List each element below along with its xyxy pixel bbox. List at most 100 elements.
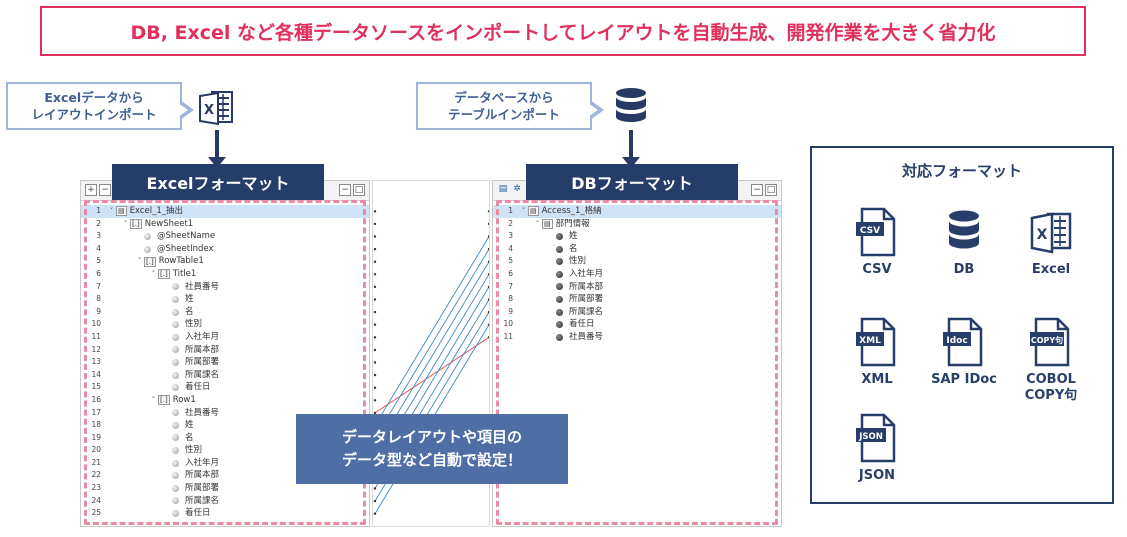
connector-dot[interactable] [487,323,490,326]
maximize-icon[interactable]: □ [765,184,777,196]
tree-row[interactable]: 3@SheetName [81,230,369,243]
connector-dot[interactable] [373,361,377,364]
tree-row[interactable]: 2˅▤部門情報 [493,218,781,231]
tree-row[interactable]: 16˅[.]Row1 [81,394,369,407]
connector-dot[interactable] [373,323,377,326]
connector-dot[interactable] [373,336,377,339]
connector-dot[interactable] [373,512,377,515]
tree-row[interactable]: 2˅[.]NewSheet1 [81,218,369,231]
connector-dot[interactable] [373,399,377,402]
connector-dot[interactable] [487,235,490,238]
field-icon [172,447,179,455]
minimize-icon[interactable]: − [751,184,763,196]
chevron-down-icon[interactable]: ˅ [151,269,156,278]
field-icon [172,497,179,505]
connector-dot[interactable] [373,298,377,301]
connector-dot[interactable] [487,310,490,314]
tree-row[interactable]: 5˅[.]RowTable1 [81,255,369,268]
tree-node: 性別 [547,255,586,268]
field-icon [172,434,179,442]
tree-label: 入社年月 [185,331,220,342]
connector-dot[interactable] [373,487,377,490]
table-icon[interactable]: ▤ [498,184,508,194]
connector-dot[interactable] [487,260,490,263]
tree-row[interactable]: 4@SheetIndex [81,243,369,256]
connector-dot[interactable] [373,310,377,314]
chevron-down-icon[interactable]: ˅ [151,395,156,404]
connector-dot[interactable] [487,247,490,251]
connector-dot[interactable] [373,210,377,213]
connector-dot[interactable] [373,247,377,251]
connector-dot[interactable] [373,235,377,238]
tree-row[interactable]: 1˅▤Access_1_格納 [493,205,781,218]
connector-dot[interactable] [487,210,490,213]
chevron-down-icon[interactable]: ˅ [109,207,114,215]
connector-dot[interactable] [373,386,377,389]
connector-dot[interactable] [373,373,377,377]
tree-row[interactable]: 6˅[.]Title1 [81,268,369,281]
chevron-down-icon[interactable]: ˅ [137,257,142,266]
chevron-down-icon[interactable]: ˅ [123,219,128,228]
connector-dot[interactable] [373,411,377,415]
tree-label: 部門情報 [555,218,590,229]
tree-node: @SheetIndex [135,243,213,256]
connector-dot[interactable] [373,499,377,503]
chevron-down-icon[interactable]: ˅ [521,207,526,215]
tree-node: @SheetName [135,230,215,243]
tree-node: 性別 [163,318,202,331]
connector-dot[interactable] [373,273,377,276]
tree-node: ˅[.]RowTable1 [135,255,204,268]
db-format-label: DBフォーマット [526,164,738,200]
connector-dot[interactable] [487,336,490,339]
maximize-icon[interactable]: □ [353,184,365,196]
minimize-icon[interactable]: − [339,184,351,196]
collapse-all-icon[interactable]: − [99,184,111,196]
tree-node: ˅[.]NewSheet1 [121,218,193,231]
connector-dot[interactable] [487,298,490,301]
expand-all-icon[interactable]: + [85,184,97,196]
tree-node: 入社年月 [547,268,603,281]
connector-dot[interactable] [487,273,490,276]
settings-icon[interactable]: ✲ [513,184,521,194]
connector-dot[interactable] [373,260,377,263]
connector-dot[interactable] [487,285,490,289]
tree-row[interactable]: 1˅▤Excel_1_抽出 [81,205,369,218]
mapping-line[interactable] [374,236,489,426]
chevron-down-icon[interactable]: ˅ [535,219,540,228]
mapping-line[interactable] [374,248,489,439]
mapping-line[interactable] [374,336,489,414]
field-icon [144,245,151,253]
connector-dot[interactable] [373,285,377,289]
connector-dot[interactable] [487,222,490,226]
connector-dot[interactable] [373,348,377,352]
database-icon [616,88,646,122]
connector-dot[interactable] [373,222,377,226]
